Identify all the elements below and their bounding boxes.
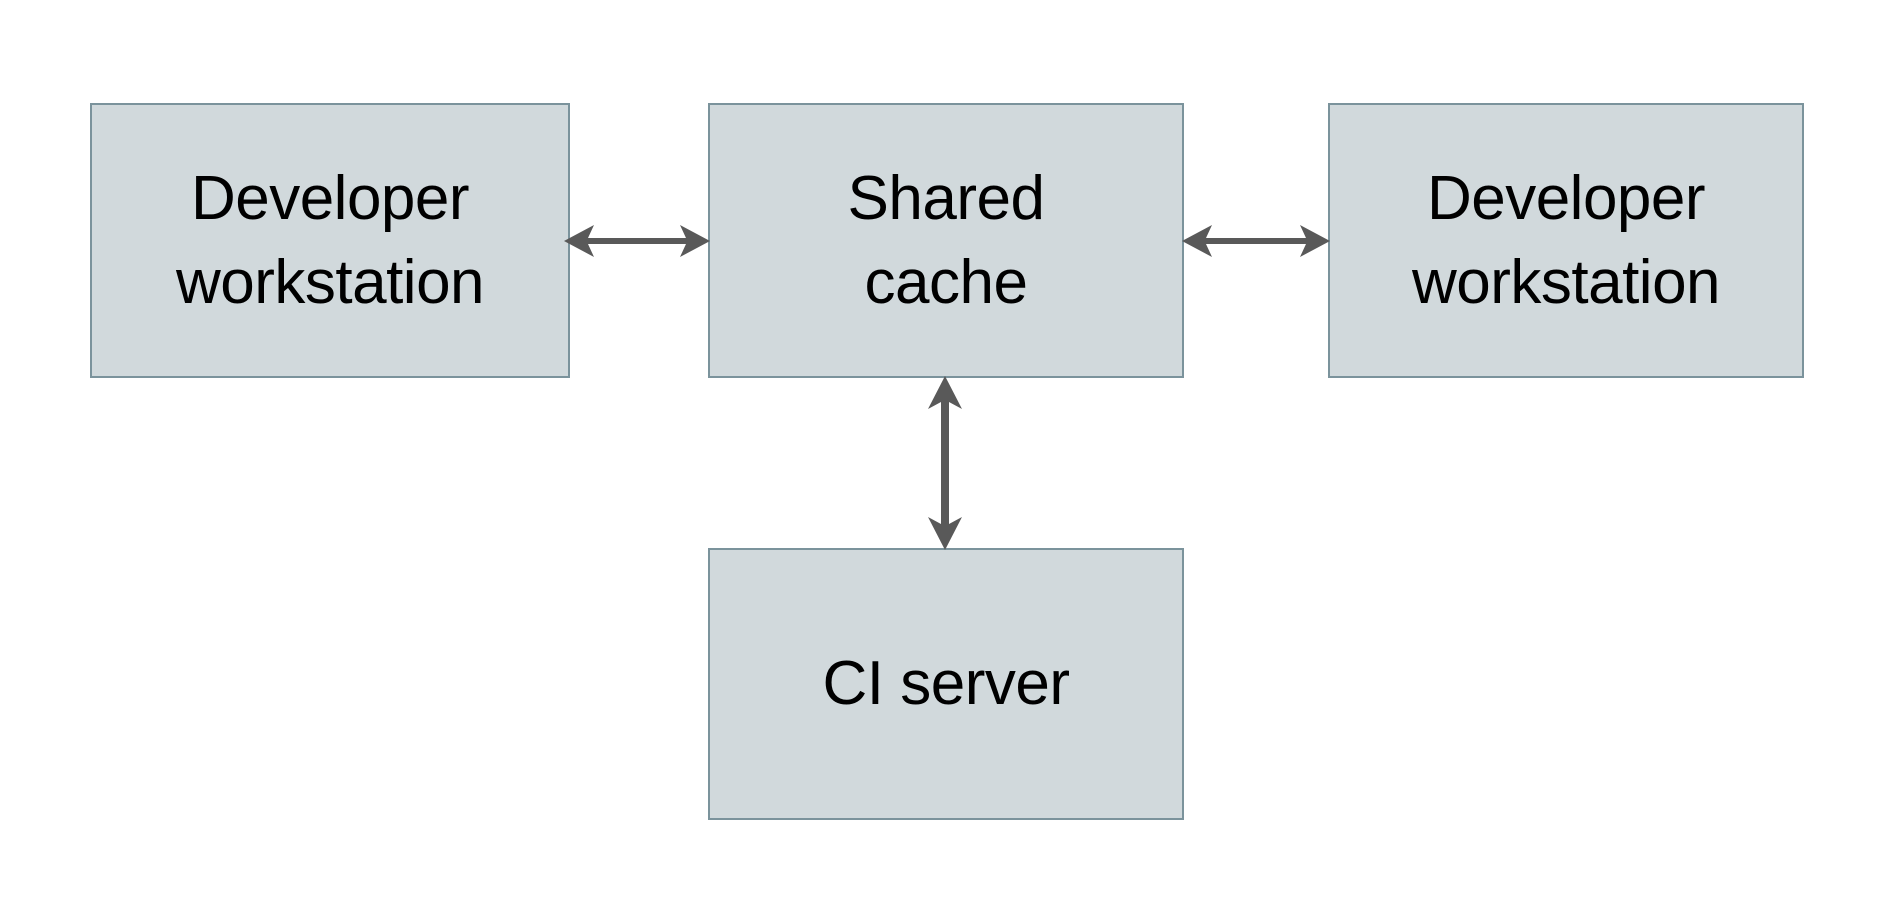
connector-developer-left-to-shared-cache[interactable] [560, 205, 714, 277]
node-developer-workstation-left[interactable]: Developer workstation [90, 103, 570, 378]
node-label: CI server [822, 649, 1070, 719]
node-shared-cache[interactable]: Shared cache [708, 103, 1184, 378]
double-arrow-icon [564, 225, 710, 257]
connector-shared-cache-to-developer-right[interactable] [1178, 205, 1334, 277]
double-arrow-icon [928, 376, 962, 550]
double-arrow-icon [1182, 225, 1330, 257]
node-ci-server[interactable]: CI server [708, 548, 1184, 820]
node-developer-workstation-right[interactable]: Developer workstation [1328, 103, 1804, 378]
node-label: Developer workstation [1411, 164, 1721, 317]
node-label: Developer workstation [175, 164, 485, 317]
connector-shared-cache-to-ci-server[interactable] [909, 372, 981, 554]
node-label: Shared cache [847, 164, 1045, 317]
